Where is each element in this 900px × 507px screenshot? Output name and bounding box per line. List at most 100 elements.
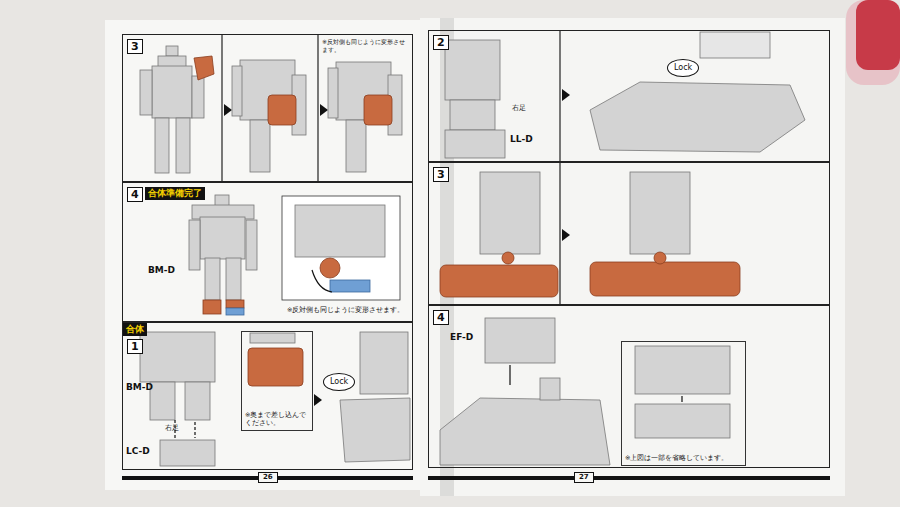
robot-part	[445, 40, 500, 100]
page-bar	[122, 476, 830, 480]
robot-part	[140, 70, 152, 115]
orange-part	[226, 300, 244, 308]
robot-part	[540, 378, 560, 400]
robot-part	[226, 258, 241, 300]
motion-arrow	[509, 365, 510, 385]
page-number: 27	[574, 472, 594, 483]
step-arrow	[562, 229, 570, 241]
robot-part	[140, 32, 805, 466]
robot-part	[445, 130, 505, 158]
step-arrow	[224, 89, 570, 406]
step-panel: 3	[428, 162, 830, 305]
step-number: 3	[127, 39, 143, 54]
robot-part	[140, 332, 215, 382]
detail-inset: ※上図は一部を省略しています。	[621, 341, 746, 466]
orange-part	[320, 258, 340, 278]
orange-part	[268, 95, 296, 125]
note-text: ※反対側も同じように変形させます。	[322, 38, 410, 53]
step-number: 4	[127, 187, 143, 202]
orange-part	[590, 262, 740, 296]
orange-part	[502, 252, 514, 264]
callout-text: Lock	[674, 63, 692, 73]
robot-part	[246, 220, 257, 270]
note-text: ※奥まで差し込んでください。	[245, 411, 309, 427]
detail-inset: ※奥まで差し込んでください。	[241, 331, 313, 431]
robot-part	[440, 398, 610, 465]
lock-callout: Lock	[667, 59, 699, 77]
orange-part	[654, 252, 666, 264]
background	[420, 18, 845, 496]
robot-part	[346, 120, 366, 172]
robot-part	[155, 118, 169, 173]
note-text: ※反対側も同じように変形させます。	[287, 306, 411, 314]
step-number: 2	[433, 35, 449, 50]
orange-part	[440, 265, 558, 297]
callout-text: Lock	[330, 377, 348, 387]
lock-callout: Lock	[323, 373, 355, 391]
robot-part	[205, 258, 220, 300]
robot-part	[700, 32, 770, 58]
step-panel: 合体 1 ※奥まで差し込んでください。 Lock	[122, 322, 413, 470]
part-name: BM-D	[126, 382, 153, 393]
step-number: 1	[127, 339, 143, 354]
step-tag: 合体準備完了	[145, 187, 205, 200]
step-arrow	[320, 104, 328, 116]
step-arrow	[224, 104, 232, 116]
robot-part	[250, 120, 270, 172]
robot-part	[590, 82, 805, 152]
robot-part	[340, 398, 410, 462]
orange-part	[194, 56, 214, 80]
robot-part	[200, 217, 245, 259]
robot-part	[166, 46, 178, 56]
frame-divider	[222, 30, 560, 305]
robot-part	[635, 346, 730, 394]
paint-bottle	[846, 0, 900, 85]
step-panel: 2Lock	[428, 30, 830, 162]
robot-part	[232, 66, 242, 116]
frame-divider	[559, 30, 560, 162]
part-name: EF-D	[450, 332, 473, 343]
robot-part	[189, 220, 200, 270]
motion-arrow	[681, 396, 682, 402]
paint-bottle	[856, 0, 900, 70]
robot-part	[295, 205, 385, 257]
orange-part	[248, 348, 303, 386]
step-number: 4	[433, 310, 449, 325]
step-panel: 4合体準備完了	[122, 182, 413, 322]
page-bar	[428, 476, 830, 480]
page-number: 26	[258, 472, 278, 483]
motion-arrow	[312, 270, 332, 292]
orange-part	[203, 300, 221, 314]
robot-part	[160, 440, 215, 466]
robot-part	[152, 66, 192, 118]
step-panel: 3	[122, 34, 413, 182]
note-text: ※上図は一部を省略しています。	[625, 454, 742, 462]
robot-part	[282, 196, 400, 300]
part-name: BM-D	[148, 265, 175, 276]
paint-bottle	[846, 0, 900, 85]
robot-part	[250, 333, 295, 343]
frame-divider	[221, 34, 222, 182]
step-arrow	[314, 394, 322, 406]
blue-part	[226, 308, 244, 315]
robot-part	[176, 118, 190, 173]
robot-part	[360, 332, 408, 394]
orange-part	[194, 56, 740, 386]
frame-divider	[559, 162, 560, 305]
frame-divider	[317, 34, 318, 182]
step-arrow	[562, 89, 570, 101]
motion-arrow	[194, 422, 195, 438]
robot-part	[480, 172, 540, 254]
step-tag: 合体	[123, 323, 147, 336]
robot-part	[192, 76, 204, 118]
robot-part	[485, 318, 555, 363]
robot-part	[150, 382, 175, 420]
part-side: 右足	[165, 424, 179, 432]
blue-part	[330, 280, 370, 292]
part-name: LL-D	[510, 134, 533, 145]
part-name: LC-D	[126, 446, 150, 457]
